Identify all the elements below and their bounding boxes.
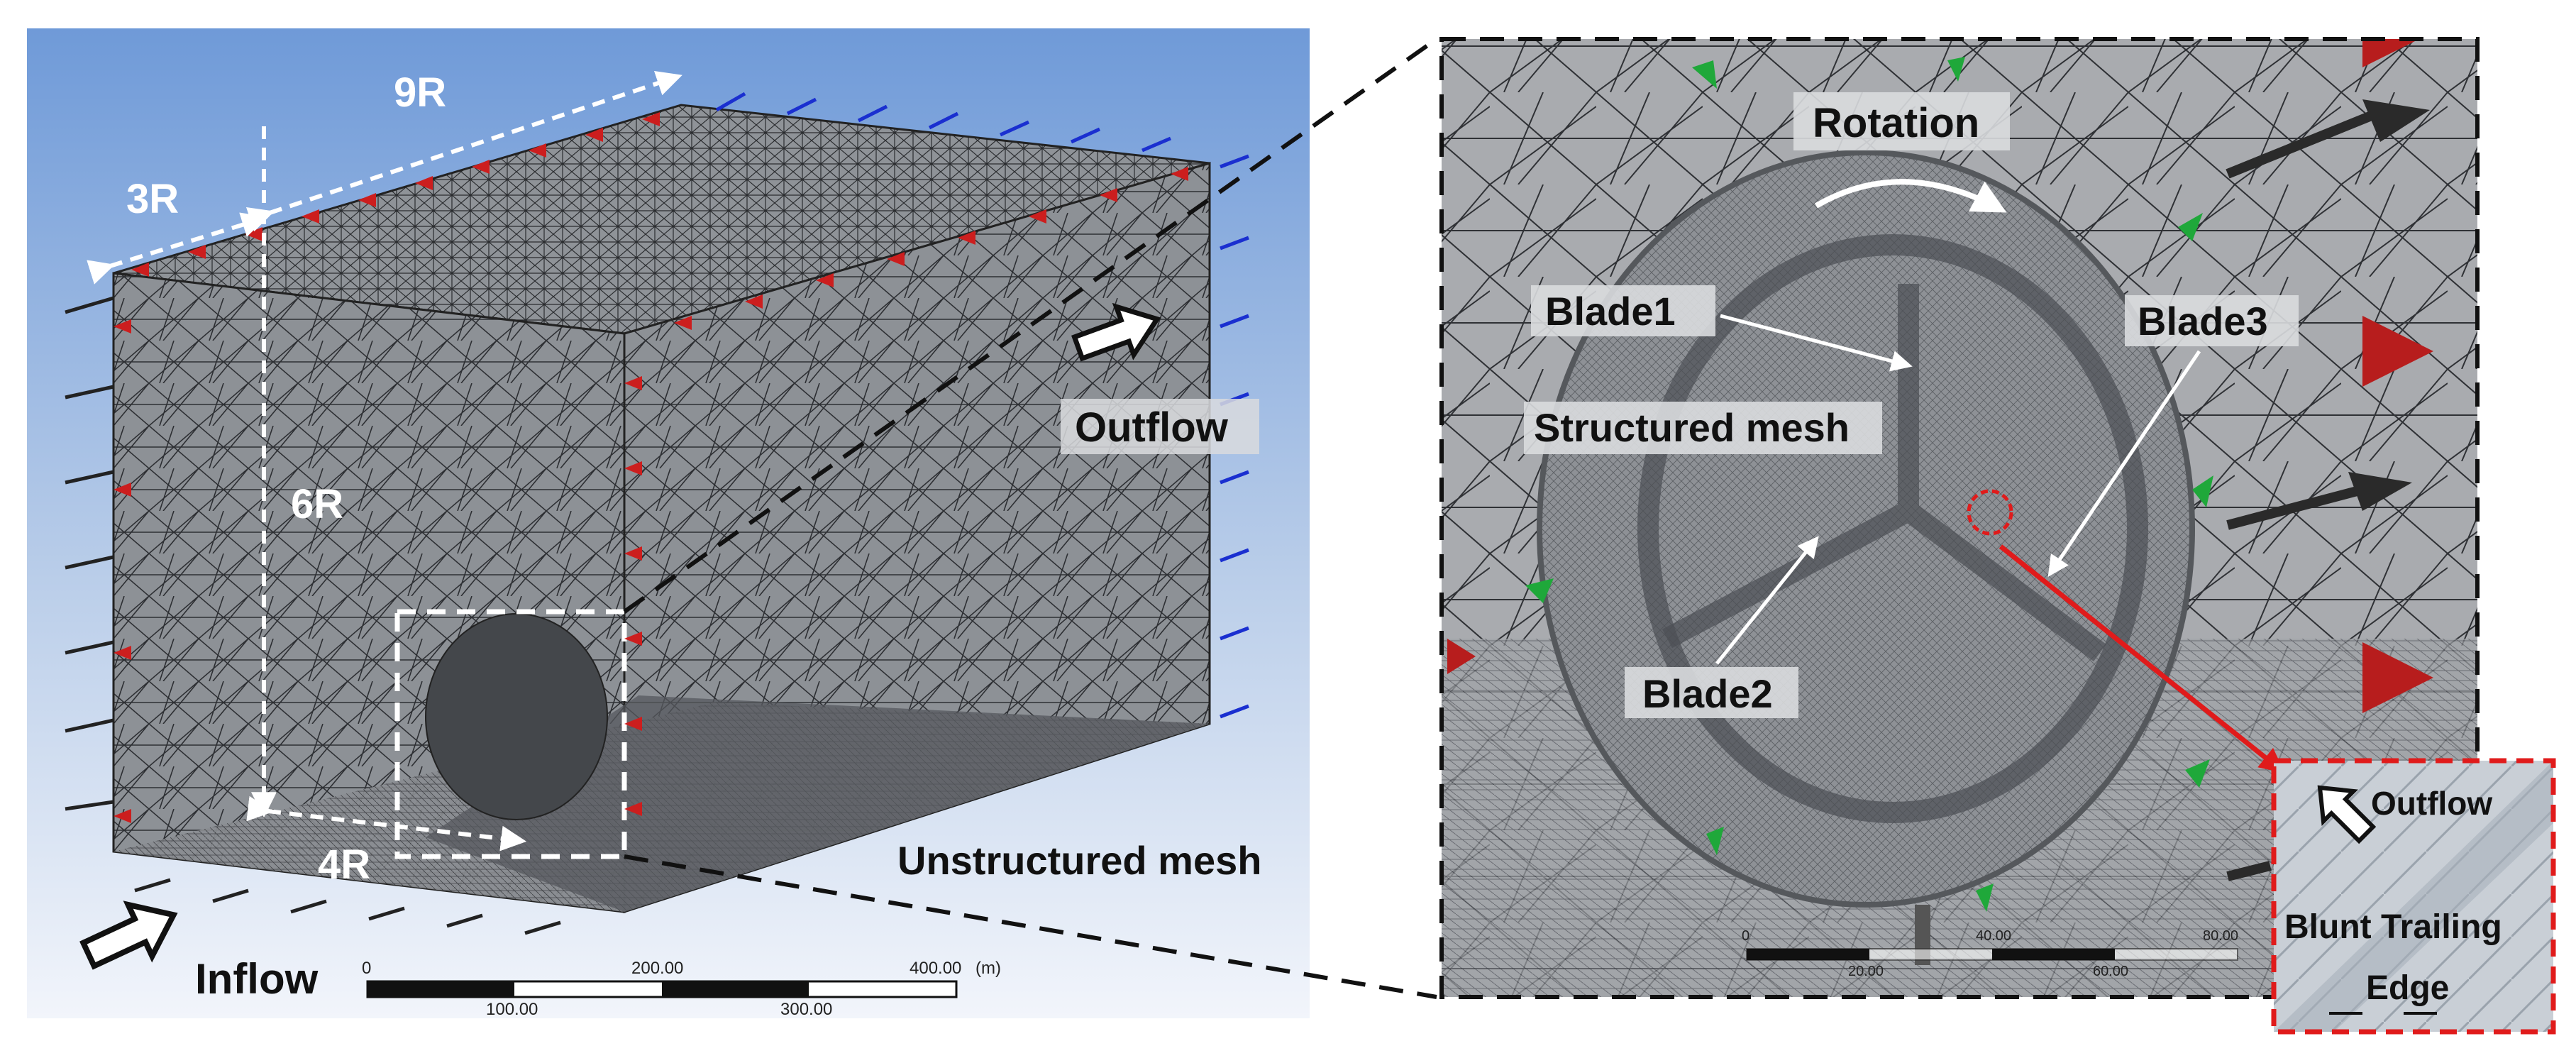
unstructured-mesh-label: Unstructured mesh [897, 838, 1261, 883]
dim-3r-arrow [87, 212, 267, 285]
domain-bottom-dark [426, 695, 1210, 912]
blade3-label: Blade3 [2138, 299, 2268, 343]
blade2-label: Blade2 [1642, 671, 1773, 716]
inset-blunt-label-line1: Blunt Trailing [2284, 908, 2502, 946]
hub-highlight [1967, 489, 2013, 536]
rotation-label-bg [1793, 92, 2010, 150]
structured-mesh-label: Structured mesh [1534, 405, 1850, 450]
inflow-label: Inflow [195, 955, 319, 1003]
inlet-arrows-left [65, 296, 114, 811]
inset-outflow-arrow-icon [2317, 785, 2377, 844]
outlet-arrows [715, 92, 1249, 719]
blade1-pointer [1720, 314, 1913, 372]
dim-9r-label: 9R [394, 70, 446, 116]
right-panel-frame [1439, 37, 2480, 999]
right-panel: Rotation Blade1 Blade3 Structured mesh B… [1439, 37, 2480, 999]
left-scale-tick-0: 0 [362, 959, 371, 978]
left-scale-unit: (m) [975, 959, 1001, 978]
right-scale-bar: 0 40.00 80.00 20.00 60.00 [1742, 928, 2238, 979]
blade2-label-bg [1625, 667, 1798, 718]
boundary-markers-green [1525, 57, 2213, 912]
blade1-label-bg [1531, 285, 1715, 336]
blade3-highlight-line [1999, 544, 2285, 773]
rotor-inner-ring [1637, 234, 2148, 823]
dimension-arrows [87, 71, 682, 852]
rotor-region-box [394, 609, 627, 859]
outflow-arrow-icon [1071, 302, 1161, 362]
dim-4r-label: 4R [318, 842, 370, 888]
outlet-arrows-zoomed [2226, 99, 2430, 881]
inset-blunt-label-line2: Edge [2366, 969, 2449, 1007]
dim-6r-label: 6R [291, 481, 343, 527]
rotation-label: Rotation [1813, 100, 1979, 146]
zoom-connectors [623, 37, 1438, 999]
right-scale-tick-80: 80.00 [2203, 928, 2238, 944]
right-scale-tick-40: 40.00 [1976, 928, 2011, 944]
inlet-markers-zoomed [1447, 39, 2433, 713]
left-scale-tick-100: 100.00 [486, 1000, 538, 1019]
inflow-arrow-icon [79, 900, 178, 970]
right-scale-tick-60: 60.00 [2093, 964, 2128, 979]
right-scale-tick-0: 0 [1742, 928, 1749, 944]
inset-outflow-label: Outflow [2371, 785, 2492, 822]
structured-label-bg [1524, 402, 1882, 454]
blade2-pointer [1715, 536, 1819, 665]
left-panel: 9R 3R 6R 4R Outflow Inflow Unstructured … [27, 28, 1310, 1019]
left-scale-tick-300: 300.00 [780, 1000, 832, 1019]
inlet-arrows-bottom [134, 878, 561, 935]
rotation-arrow [1814, 179, 2007, 213]
trailing-edge-inset: Outflow Blunt Trailing Edge [2271, 758, 2556, 1035]
blade3-label-bg [2125, 295, 2299, 346]
inset-edge-band [2274, 761, 2553, 1032]
rotor-disc [425, 613, 608, 820]
left-scale-bar: 0 200.00 400.00 (m) 100.00 300.00 [362, 959, 1001, 1019]
dim-3r-label: 3R [126, 176, 179, 222]
blade1-label: Blade1 [1545, 289, 1676, 334]
left-scale-tick-400: 400.00 [910, 959, 961, 978]
inset-frame [2271, 758, 2556, 1035]
outflow-label: Outflow [1075, 404, 1229, 451]
blade3-pointer [2047, 350, 2201, 577]
outflow-label-bg [1061, 399, 1259, 454]
left-scale-tick-200: 200.00 [631, 959, 683, 978]
right-scale-tick-20: 20.00 [1848, 964, 1884, 979]
dim-9r-arrow [245, 71, 682, 232]
